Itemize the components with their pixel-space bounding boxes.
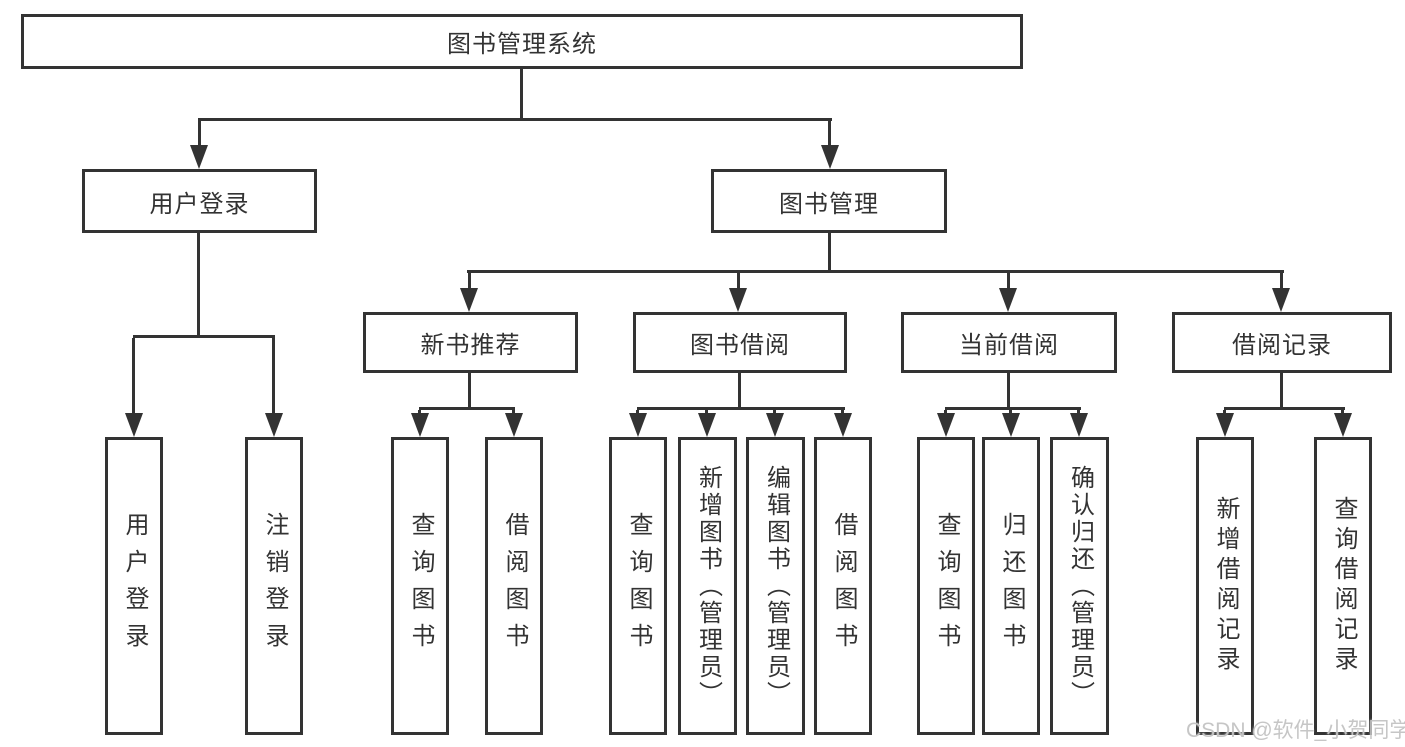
connector-line xyxy=(468,273,471,291)
connector-line xyxy=(1224,407,1345,410)
node-book-borrowing: 图书借阅 xyxy=(633,312,847,373)
leaf-user-login: 用户登录 xyxy=(105,437,163,735)
arrow-down-icon xyxy=(1070,413,1088,437)
leaf-edit-books-admin-label: 编辑图书（管理员） xyxy=(762,464,790,708)
connector-line xyxy=(198,118,832,121)
arrow-down-icon xyxy=(629,413,647,437)
node-book-management-label: 图书管理 xyxy=(779,190,879,218)
arrow-down-icon xyxy=(1002,413,1020,437)
connector-line xyxy=(197,233,200,338)
connector-line xyxy=(828,233,831,270)
node-new-book-recommendation: 新书推荐 xyxy=(363,312,578,373)
connector-line xyxy=(133,335,275,338)
leaf-query-books-current-label: 查询图书 xyxy=(933,512,960,660)
leaf-add-borrow-record: 新增借阅记录 xyxy=(1196,437,1254,735)
leaf-borrow-books-label: 借阅图书 xyxy=(830,512,857,660)
arrow-down-icon xyxy=(729,288,747,312)
arrow-down-icon xyxy=(766,413,784,437)
leaf-query-borrow-record-label: 查询借阅记录 xyxy=(1330,496,1357,676)
leaf-query-borrow-record: 查询借阅记录 xyxy=(1314,437,1372,735)
arrow-down-icon xyxy=(937,413,955,437)
leaf-add-books-admin: 新增图书（管理员） xyxy=(678,437,737,735)
arrow-down-icon xyxy=(1216,413,1234,437)
arrow-down-icon xyxy=(265,413,283,437)
connector-line xyxy=(738,373,741,409)
leaf-borrow-books-recommend: 借阅图书 xyxy=(485,437,543,735)
leaf-borrow-books: 借阅图书 xyxy=(814,437,872,735)
connector-line xyxy=(1280,373,1283,409)
node-borrowing-records-label: 借阅记录 xyxy=(1232,332,1332,359)
arrow-down-icon xyxy=(834,413,852,437)
leaf-query-books-borrowing: 查询图书 xyxy=(609,437,667,735)
leaf-edit-books-admin: 编辑图书（管理员） xyxy=(746,437,805,735)
node-user-login-label: 用户登录 xyxy=(149,190,250,218)
connector-line xyxy=(1280,273,1283,291)
arrow-down-icon xyxy=(999,288,1017,312)
leaf-confirm-return-admin: 确认归还（管理员） xyxy=(1050,437,1109,735)
connector-line xyxy=(1007,373,1010,409)
connector-line xyxy=(132,338,135,416)
leaf-query-books-current: 查询图书 xyxy=(917,437,975,735)
leaf-add-books-admin-label: 新增图书（管理员） xyxy=(694,464,722,708)
arrow-down-icon xyxy=(1334,413,1352,437)
leaf-return-books: 归还图书 xyxy=(982,437,1040,735)
leaf-add-borrow-record-label: 新增借阅记录 xyxy=(1212,496,1239,676)
connector-line xyxy=(737,273,740,291)
connector-line xyxy=(828,121,831,149)
node-borrowing-records: 借阅记录 xyxy=(1172,312,1392,373)
connector-line xyxy=(272,338,275,416)
leaf-return-books-label: 归还图书 xyxy=(998,512,1025,660)
connector-line xyxy=(198,121,201,149)
leaf-query-books-recommend-label: 查询图书 xyxy=(407,512,434,660)
leaf-query-books-recommend: 查询图书 xyxy=(391,437,449,735)
connector-line xyxy=(637,407,845,410)
connector-line xyxy=(419,407,515,410)
leaf-query-books-borrowing-label: 查询图书 xyxy=(625,512,652,660)
arrow-down-icon xyxy=(460,288,478,312)
arrow-down-icon xyxy=(821,145,839,169)
connector-line xyxy=(945,407,1081,410)
arrow-down-icon xyxy=(505,413,523,437)
connector-line xyxy=(467,270,1284,273)
watermark: CSDN @软件_小贺同学 xyxy=(1186,719,1405,742)
leaf-borrow-books-recommend-label: 借阅图书 xyxy=(501,512,528,660)
node-current-borrowing-label: 当前借阅 xyxy=(959,332,1059,359)
root-node-label: 图书管理系统 xyxy=(447,31,597,58)
node-current-borrowing: 当前借阅 xyxy=(901,312,1117,373)
arrow-down-icon xyxy=(698,413,716,437)
arrow-down-icon xyxy=(1272,288,1290,312)
root-node-library-management-system: 图书管理系统 xyxy=(21,14,1023,69)
arrow-down-icon xyxy=(125,413,143,437)
connector-line xyxy=(520,69,523,121)
connector-line xyxy=(468,373,471,409)
node-book-management: 图书管理 xyxy=(711,169,947,233)
leaf-logout: 注销登录 xyxy=(245,437,303,735)
node-book-borrowing-label: 图书借阅 xyxy=(690,332,790,359)
node-new-book-recommendation-label: 新书推荐 xyxy=(420,332,521,359)
connector-line xyxy=(1007,273,1010,291)
leaf-user-login-label: 用户登录 xyxy=(121,512,148,660)
arrow-down-icon xyxy=(190,145,208,169)
arrow-down-icon xyxy=(411,413,429,437)
node-user-login: 用户登录 xyxy=(82,169,317,233)
leaf-confirm-return-admin-label: 确认归还（管理员） xyxy=(1066,464,1094,708)
leaf-logout-label: 注销登录 xyxy=(261,512,288,660)
